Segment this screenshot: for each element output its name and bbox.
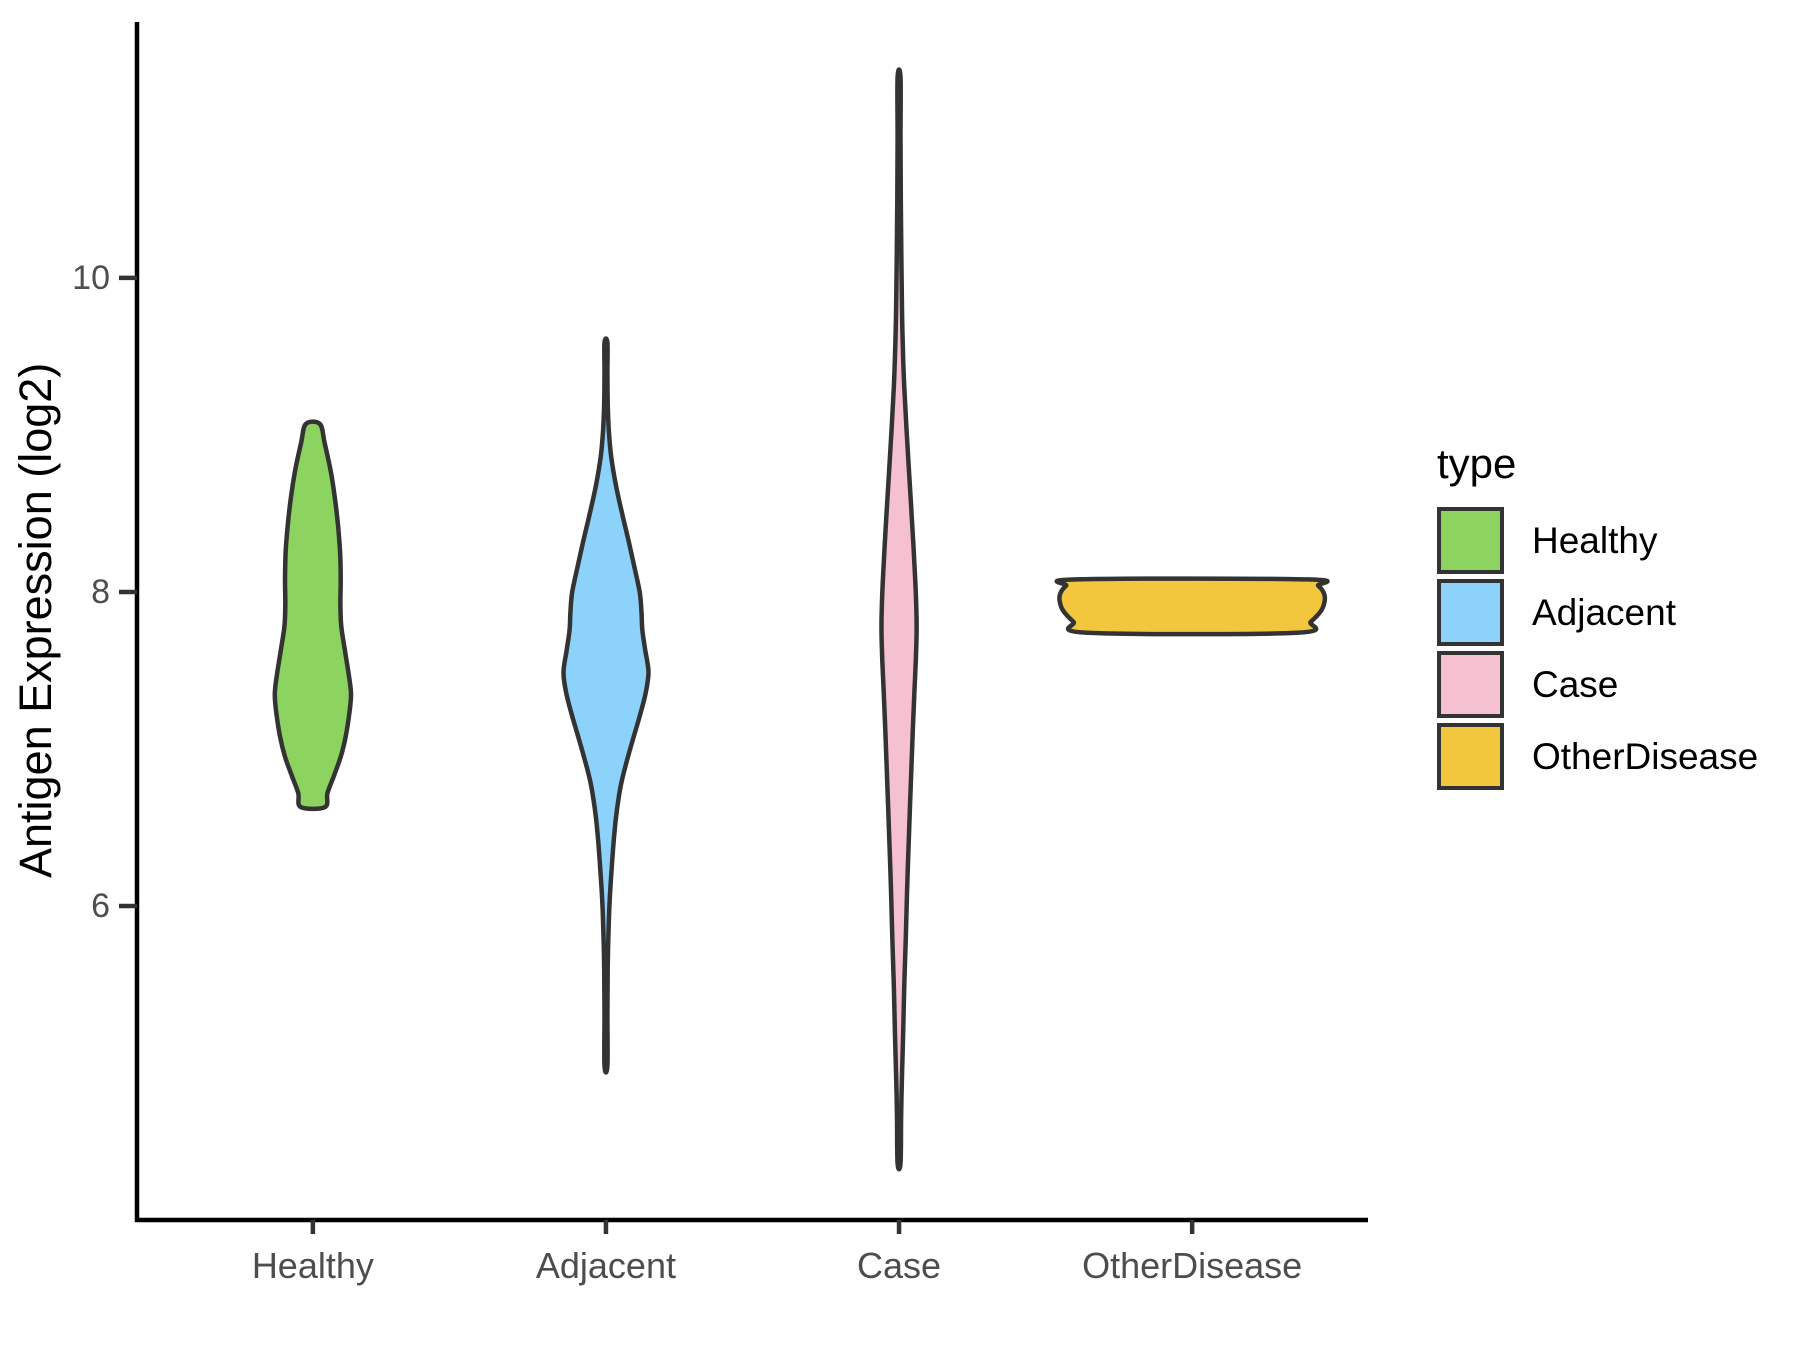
y-tick-label: 6	[91, 886, 110, 925]
x-category-label: Adjacent	[535, 1245, 676, 1286]
y-tick-label: 10	[72, 258, 110, 297]
legend-entry-label: OtherDisease	[1532, 736, 1759, 777]
legend-entry: OtherDisease	[1437, 723, 1758, 790]
violin-case	[879, 67, 919, 1172]
legend-swatch	[1437, 723, 1504, 790]
y-tick-label: 8	[91, 572, 110, 611]
legend-swatch	[1437, 579, 1504, 646]
x-category-label: Healthy	[251, 1245, 374, 1286]
legend-entry: Case	[1437, 651, 1758, 718]
legend-entry-label: Case	[1532, 664, 1619, 705]
legend-entry: Adjacent	[1437, 579, 1758, 646]
x-category-label: OtherDisease	[1082, 1245, 1303, 1286]
legend-entry-label: Healthy	[1532, 520, 1658, 561]
legend-entry-label: Adjacent	[1532, 592, 1676, 633]
legend-swatch	[1437, 507, 1504, 574]
legend-entry: Healthy	[1437, 507, 1758, 574]
violin-otherdisease	[1054, 576, 1330, 637]
legend-title: type	[1437, 440, 1517, 487]
violin-healthy	[272, 419, 354, 812]
y-axis-title: Antigen Expression (log2)	[10, 362, 61, 878]
legend-swatch	[1437, 651, 1504, 718]
violin-adjacent	[561, 336, 651, 1075]
x-category-label: Case	[857, 1245, 942, 1286]
